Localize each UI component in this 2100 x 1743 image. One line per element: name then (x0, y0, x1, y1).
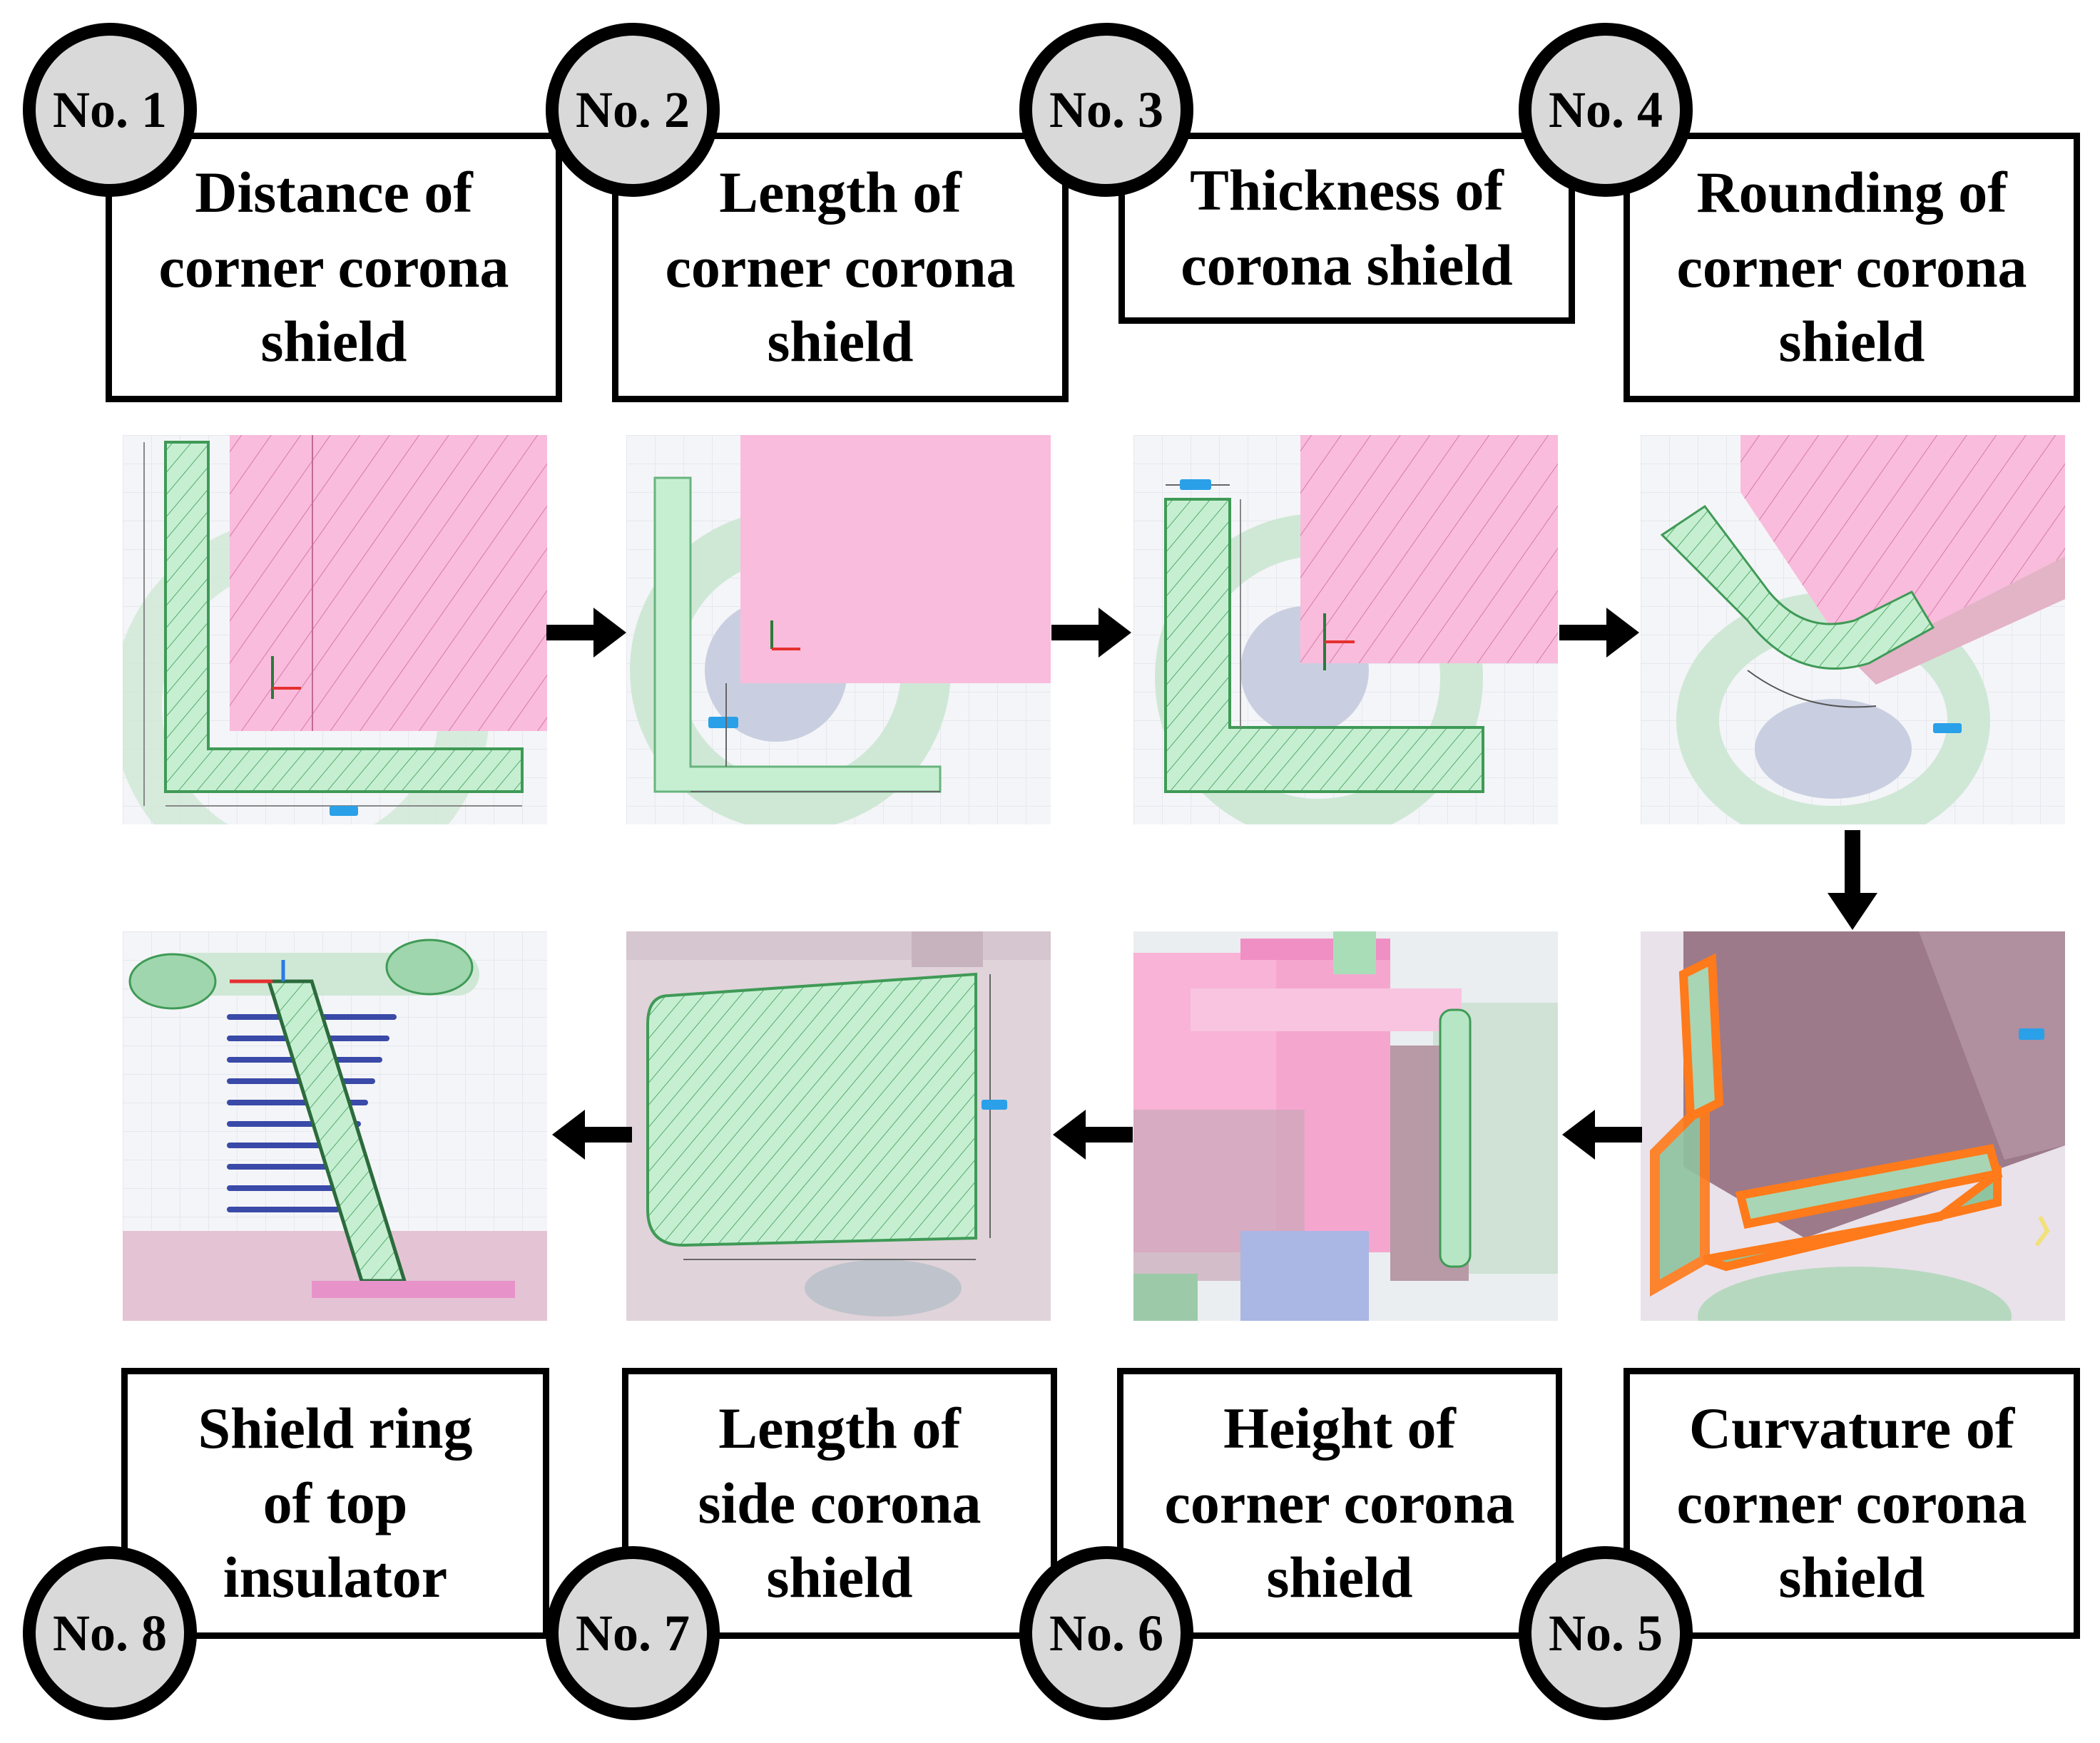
step-3-model-image (1133, 435, 1558, 824)
arrow-left-5-to-6 (1562, 1110, 1642, 1160)
arrow-down-4-to-5 (1828, 830, 1877, 930)
arrow-left-6-to-7 (1053, 1110, 1133, 1160)
step-8-model-image (123, 931, 547, 1321)
step-4-label-box: Rounding of corner corona shield (1624, 133, 2080, 402)
step-1-model-image (123, 435, 547, 824)
arrow-left-7-to-8 (552, 1110, 632, 1160)
arrow-right-3-to-4 (1559, 608, 1639, 658)
step-4-number: No. 4 (1549, 81, 1663, 138)
step-6-number: No. 6 (1049, 1604, 1163, 1662)
step-4-model-image (1641, 435, 2065, 824)
arrow-right-2-to-3 (1051, 608, 1131, 658)
step-8-number: No. 8 (53, 1604, 167, 1662)
step-5-label: Curvature of corner corona shield (1676, 1395, 2027, 1610)
step-1-number: No. 1 (53, 81, 167, 138)
step-5-number: No. 5 (1549, 1604, 1663, 1662)
step-7-model-image (626, 931, 1051, 1321)
step-7-label: Length of side corona shield (698, 1395, 982, 1610)
step-3-label-box: Thickness of corona shield (1118, 133, 1575, 324)
step-6-model-image (1133, 931, 1558, 1321)
step-6-label: Height of corner corona shield (1164, 1395, 1515, 1610)
step-2-model-image (626, 435, 1051, 824)
step-1-label: Distance of corner corona shield (158, 159, 509, 374)
step-2-label: Length of corner corona shield (665, 159, 1016, 374)
step-2-number: No. 2 (576, 81, 690, 138)
step-4-label: Rounding of corner corona shield (1676, 159, 2027, 374)
arrow-right-1-to-2 (546, 608, 626, 658)
step-8-label: Shield ring of top insulator (198, 1395, 473, 1610)
step-5-model-image (1641, 931, 2065, 1321)
step-6-number-badge: No. 6 (1019, 1546, 1193, 1720)
step-3-label: Thickness of corona shield (1181, 158, 1513, 297)
step-2-number-badge: No. 2 (546, 23, 720, 197)
step-5-label-box: Curvature of corner corona shield (1624, 1368, 2080, 1639)
step-7-number-badge: No. 7 (546, 1546, 720, 1720)
step-7-number: No. 7 (576, 1604, 690, 1662)
step-1-label-box: Distance of corner corona shield (106, 133, 562, 402)
step-6-label-box: Height of corner corona shield (1117, 1368, 1562, 1639)
step-3-number-badge: No. 3 (1019, 23, 1193, 197)
step-8-label-box: Shield ring of top insulator (121, 1368, 549, 1639)
step-1-number-badge: No. 1 (23, 23, 197, 197)
step-2-label-box: Length of corner corona shield (612, 133, 1069, 402)
step-3-number: No. 3 (1049, 81, 1163, 138)
step-4-number-badge: No. 4 (1519, 23, 1693, 197)
step-8-number-badge: No. 8 (23, 1546, 197, 1720)
step-5-number-badge: No. 5 (1519, 1546, 1693, 1720)
